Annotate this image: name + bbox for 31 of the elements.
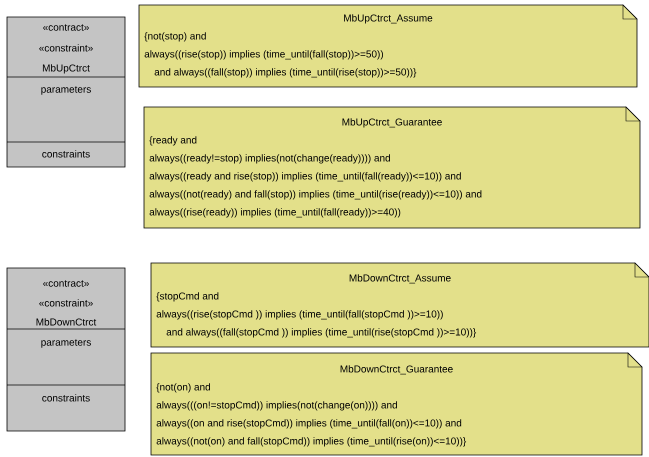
compartment-label: constraints [42,150,90,158]
stereotype-label: «contract» [43,280,89,287]
compartment-label: parameters [41,339,91,348]
compartment-label: constraints [42,394,90,402]
note-title: MbDownCtrct_Assume [350,274,451,284]
class-name: MbUpCtrct [42,64,90,74]
stereotype-label: «constraint» [39,299,93,307]
constraint-text: always((on and rise(stopCmd)) implies (time_until(fall(on))<=10)) and [156,419,462,428]
note-title: MbUpCtrct_Assume [344,14,432,24]
stereotype-label: «constraint» [39,44,93,52]
class-block [6,268,126,432]
constraint-text: always(((on!=stopCmd)) implies(not(change(on)))) and [156,401,397,410]
note-title: MbDownCtrct_Guarantee [340,365,453,374]
constraint-text: always((ready!=stop) implies(not(change(ready)))) and [150,154,390,164]
constraint-text: always((rise(stopCmd )) implies (time_until(fall(stopCmd ))>=10)) [156,310,443,320]
compartment-label: parameters [41,86,91,95]
constraint-text: always((not(on) and fall(stopCmd)) implies (time_until(rise(on))<=10))} [156,437,466,446]
stereotype-label: «contract» [43,24,89,31]
constraint-text: {ready and [149,136,196,146]
constraint-text: and always((fall(stopCmd )) implies (time_until(rise(stopCmd ))>=10))} [166,328,476,338]
constraint-text: {not(on) and [156,383,210,392]
class-block [6,16,126,168]
constraint-text: and always((fall(stop)) implies (time_until(rise(stop))>=50))} [154,68,416,78]
note-title: MbUpCtrct_Guarantee [342,118,442,128]
class-name: MbDownCtrct [36,318,96,326]
constraint-text: always((rise(ready)) implies (time_until(fall(ready))>=40)) [150,208,400,218]
constraint-text: always((not(ready) and fall(stop)) implies (time_until(rise(ready))<=10)) and [150,190,482,200]
constraint-text: always((ready and rise(stop)) implies (time_until(fall(ready))<=10)) and [150,172,461,182]
constraint-text: {not(stop) and [144,32,206,42]
constraint-text: always((rise(stop)) implies (time_until(fall(stop))>=50)) [144,50,384,60]
constraint-text: {stopCmd and [156,292,218,302]
